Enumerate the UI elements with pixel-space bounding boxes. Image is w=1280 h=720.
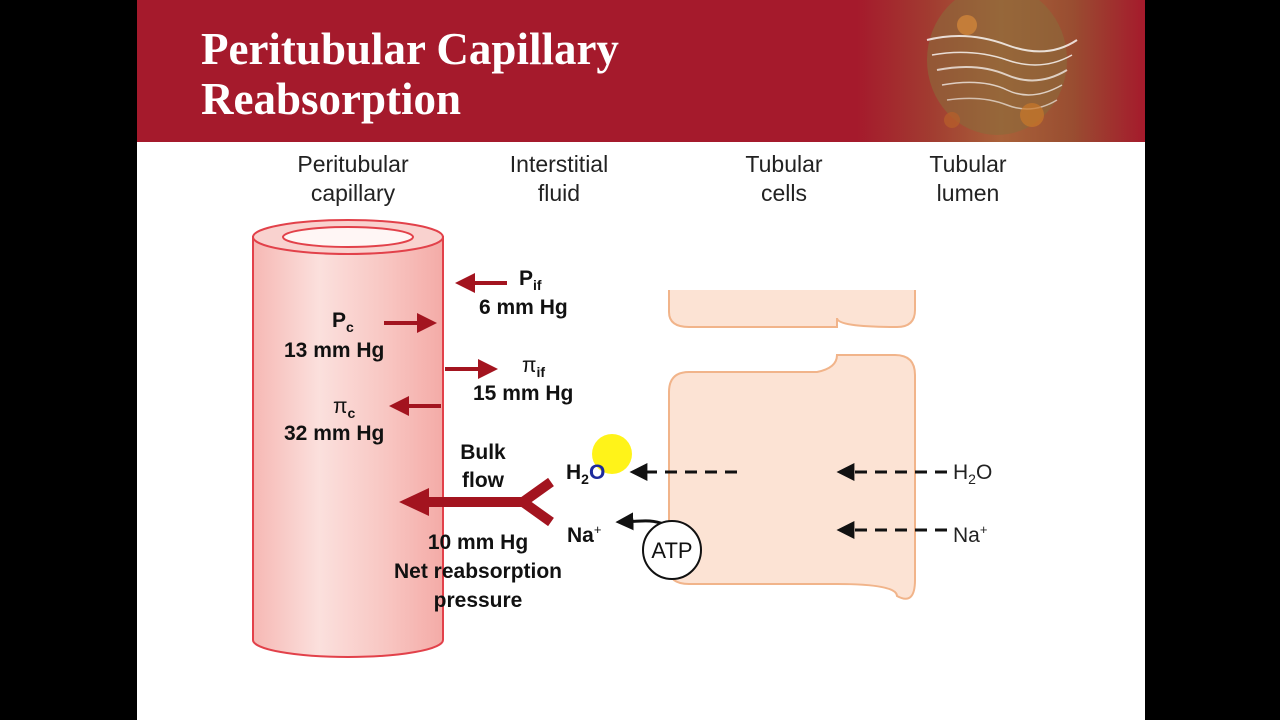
na-superscript: +: [593, 522, 602, 537]
bulk-flow-line2: flow: [462, 469, 504, 492]
column-header-capillary-line2: capillary: [310, 180, 396, 206]
h2o-lumen-o: O: [975, 461, 993, 484]
bulk-flow-arrow: [399, 477, 554, 527]
h2o-interstitial-label: H2O: [566, 460, 605, 492]
pc-subscript: c: [346, 319, 354, 335]
capillary-tube: [252, 219, 444, 658]
pif-symbol: Pif: [519, 266, 542, 298]
column-header-interstitial-line2: fluid: [537, 180, 581, 206]
cursor-highlight: [592, 434, 632, 474]
title-banner: Peritubular Capillary Reabsorption: [137, 0, 1145, 142]
column-header-cells-line2: cells: [760, 180, 807, 206]
net-pressure-value: 10 mm Hg: [427, 531, 529, 554]
column-header-lumen-line1: Tubular: [929, 151, 1007, 177]
pic-symbol: πc: [333, 394, 355, 426]
slide-title: Peritubular Capillary Reabsorption: [201, 24, 619, 124]
pif-value: 6 mm Hg: [479, 296, 568, 319]
h2o-lumen-subscript: 2: [968, 471, 976, 487]
column-header-capillary-line1: Peritubular: [297, 151, 409, 177]
h2o-lumen-label: H2O: [953, 460, 992, 492]
piif-letter: π: [522, 354, 537, 377]
h2o-subscript: 2: [581, 471, 589, 487]
pif-subscript: if: [533, 277, 542, 293]
piif-symbol: πif: [522, 353, 545, 385]
h2o-h: H: [566, 461, 582, 484]
diagram-graphics: ATP: [252, 219, 947, 658]
na-text: Na: [567, 524, 594, 547]
column-header-lumen: Tubular lumen: [913, 150, 1023, 208]
na-lumen-label: Na+: [953, 517, 987, 548]
decorative-artwork: [857, 0, 1145, 142]
na-lumen-text: Na: [953, 524, 980, 547]
pic-subscript: c: [347, 405, 356, 421]
na-interstitial-label: Na+: [567, 517, 601, 548]
h2o-lumen-h: H: [953, 461, 969, 484]
artwork-svg: [926, 0, 1078, 135]
tubular-cells: [668, 290, 916, 600]
pif-letter: P: [519, 267, 534, 290]
net-pressure-line2: pressure: [433, 589, 523, 612]
column-header-interstitial-line1: Interstitial: [509, 151, 609, 177]
atp-label: ATP: [651, 538, 692, 563]
pic-letter: π: [333, 395, 348, 418]
pic-value: 32 mm Hg: [284, 422, 385, 445]
net-pressure-line1: Net reabsorption: [393, 560, 563, 583]
piif-value: 15 mm Hg: [473, 382, 574, 405]
na-lumen-superscript: +: [979, 522, 988, 537]
pc-value: 13 mm Hg: [284, 339, 385, 362]
bulk-flow-label: Bulk flow: [447, 440, 519, 493]
column-header-interstitial: Interstitial fluid: [494, 150, 624, 208]
title-line-1: Peritubular Capillary: [201, 24, 619, 74]
pc-letter: P: [332, 309, 347, 332]
column-header-capillary: Peritubular capillary: [283, 150, 423, 208]
column-header-cells: Tubular cells: [729, 150, 839, 208]
column-header-lumen-line2: lumen: [936, 180, 1000, 206]
piif-subscript: if: [536, 364, 546, 380]
title-line-2: Reabsorption: [201, 74, 462, 124]
bulk-flow-line1: Bulk: [460, 441, 506, 464]
pc-symbol: Pc: [332, 308, 354, 340]
slide: Peritubular Capillary Reabsorption Perit…: [137, 0, 1145, 720]
h2o-o: O: [588, 461, 606, 484]
atp-circle: [642, 520, 702, 580]
column-header-cells-line1: Tubular: [745, 151, 823, 177]
